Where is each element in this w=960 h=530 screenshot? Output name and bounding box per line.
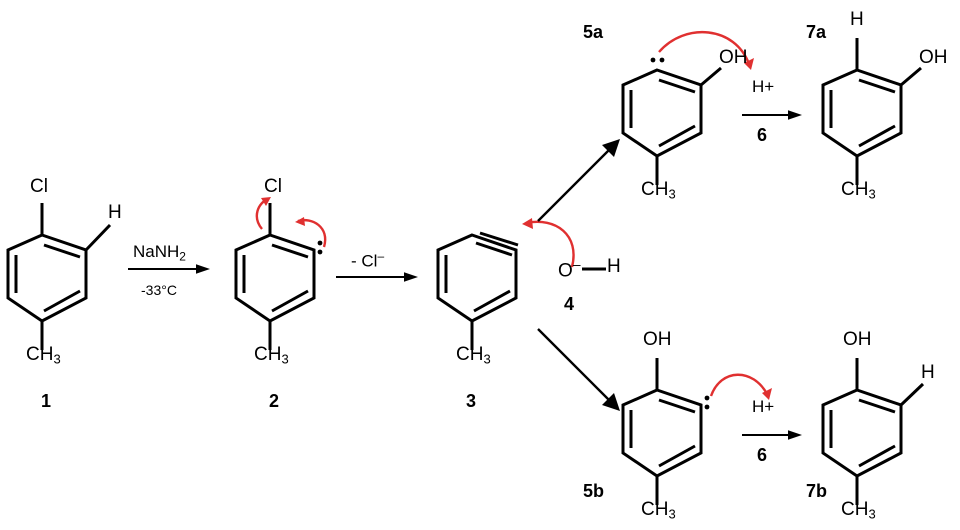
- compound-number-5b: 5b: [583, 481, 605, 501]
- lone-pair-dot: [317, 249, 323, 255]
- atom-label-h: H: [850, 9, 864, 30]
- compound-7a-skeleton: [821, 38, 922, 185]
- atom-label-ch3: CH3: [841, 179, 876, 202]
- branch-arrow-upper: [534, 135, 624, 225]
- atom-label-hydrogen: H: [607, 256, 621, 277]
- structure-compound-3: CH3: [430, 195, 560, 370]
- compound-1-skeleton: [6, 203, 112, 350]
- reagent-temperature: -33°C: [141, 282, 177, 298]
- reagent-proton-lower: H+: [752, 397, 775, 416]
- reagent-proton-upper: H+: [752, 77, 775, 96]
- branch-arrow-lower: [534, 325, 624, 415]
- structure-compound-7b: OH H CH3: [815, 330, 955, 525]
- atom-label-oh: OH: [643, 329, 672, 350]
- atom-label-oh: OH: [719, 47, 748, 68]
- compound-number-6-upper: 6: [757, 125, 768, 145]
- compound-number-1: 1: [41, 391, 52, 411]
- compound-5b-skeleton: [621, 358, 772, 505]
- reaction-arrow-1: [128, 262, 210, 276]
- reagent-nanh2: NaNH2: [133, 242, 186, 264]
- compound-3-skeleton: [436, 231, 519, 350]
- structure-compound-1: Cl H CH3: [0, 177, 140, 370]
- compound-number-7b: 7b: [806, 481, 828, 501]
- atom-label-ch3: CH3: [254, 344, 289, 367]
- compound-7b-skeleton: [821, 358, 925, 505]
- reaction-arrow-3a: [742, 108, 802, 122]
- structure-compound-5b: OH CH3: [615, 330, 772, 525]
- compound-number-6-lower: 6: [757, 445, 768, 465]
- atom-label-oh: OH: [843, 329, 872, 350]
- compound-number-7a: 7a: [806, 22, 827, 42]
- compound-number-5a: 5a: [583, 22, 604, 42]
- reaction-arrow-3a-shape: [742, 110, 802, 120]
- reaction-arrow-3b: [742, 428, 802, 442]
- compound-5a-skeleton: [621, 31, 754, 185]
- reaction-arrow-1-shape: [128, 264, 210, 274]
- hydroxide-attack-arrow: [496, 205, 606, 280]
- atom-label-h: H: [108, 202, 122, 223]
- lone-pair-dot: [704, 395, 710, 401]
- structure-compound-2: Cl CH3: [228, 177, 368, 370]
- branch-arrow-upper-shape: [537, 139, 620, 222]
- hydroxide-attack-arrow-shape: [522, 218, 575, 268]
- branch-arrow-lower-shape: [537, 328, 620, 411]
- atom-label-ch3: CH3: [641, 499, 676, 522]
- atom-label-oxygen-anion: O–: [558, 256, 581, 282]
- compound-number-3: 3: [466, 391, 477, 411]
- atom-label-ch3: CH3: [641, 179, 676, 202]
- atom-label-ch3: CH3: [841, 499, 876, 522]
- lone-pair-dot: [659, 57, 665, 63]
- reaction-arrow-2: [336, 270, 418, 284]
- structure-compound-7a: H OH CH3: [815, 10, 955, 205]
- atom-label-cl: Cl: [264, 176, 282, 197]
- atom-label-cl: Cl: [30, 176, 48, 197]
- reaction-arrow-2-shape: [336, 272, 418, 282]
- compound-2-skeleton: [234, 197, 327, 350]
- atom-label-oh: OH: [919, 47, 948, 68]
- lone-pair-dot: [704, 404, 710, 410]
- compound-number-2: 2: [269, 391, 280, 411]
- atom-label-ch3: CH3: [26, 344, 61, 367]
- lone-pair-dot: [650, 57, 656, 63]
- compound-number-4: 4: [564, 294, 575, 314]
- atom-label-h: H: [921, 362, 935, 383]
- reaction-arrow-3b-shape: [742, 430, 802, 440]
- structure-compound-5a: OH CH3: [615, 30, 755, 205]
- lone-pair-dot: [317, 240, 323, 246]
- leaving-group-chloride: - Cl–: [351, 249, 385, 271]
- atom-label-ch3: CH3: [456, 344, 491, 367]
- o-h-bond: [582, 267, 606, 271]
